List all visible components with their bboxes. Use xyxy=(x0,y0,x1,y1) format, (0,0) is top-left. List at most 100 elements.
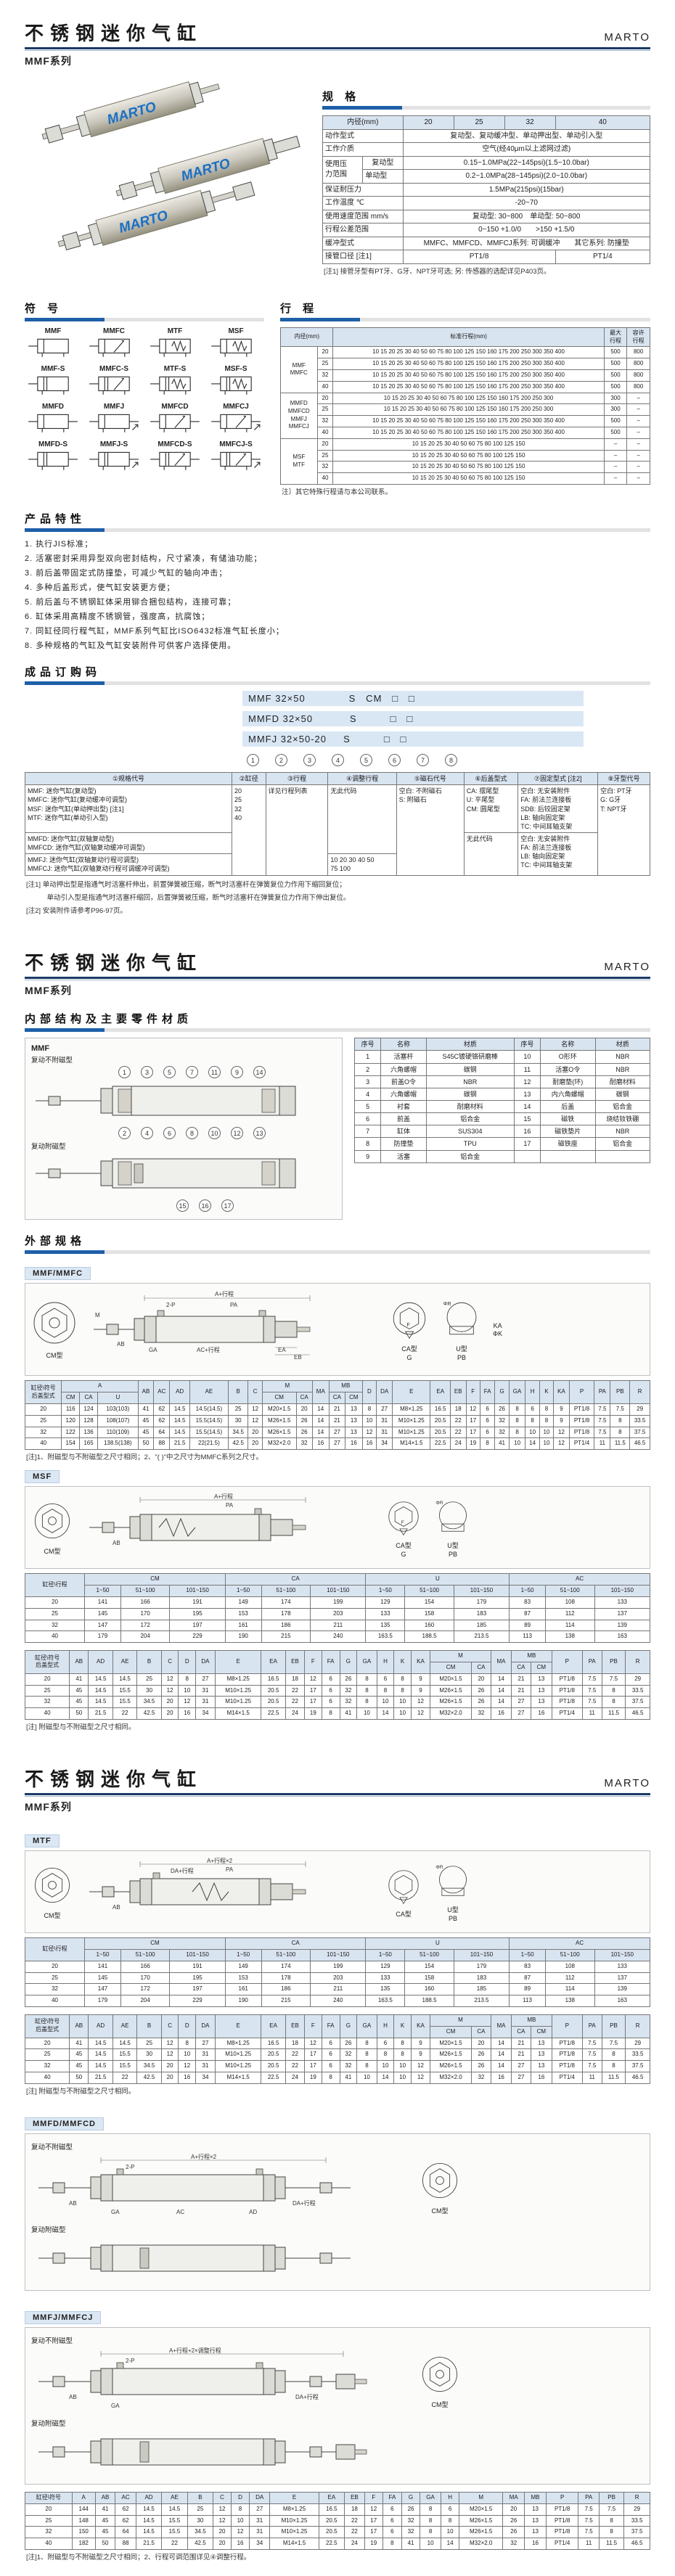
ordering-notes: [注1] 单动押出型是指通气时活塞杆伸出，前置弹簧被压缩，断气时活塞杆在弹簧复位… xyxy=(25,880,650,917)
table-header-cell: 1~50 xyxy=(365,1585,406,1597)
table-cell: 8 xyxy=(508,1414,526,1427)
table-cell: 163 xyxy=(594,1995,650,2007)
table-cell: 8 xyxy=(393,2037,412,2050)
table-header-cell: E xyxy=(214,2014,262,2038)
table-cell: 153 xyxy=(224,1607,262,1620)
table-cell: 174 xyxy=(261,1596,311,1609)
table-cell: 22 xyxy=(112,1707,138,1720)
table-cell: 129 xyxy=(365,1960,406,1973)
table-cell: 6 xyxy=(321,2037,340,2050)
table-cell: 9 xyxy=(410,1684,431,1697)
table-cell: 8 xyxy=(598,2514,625,2527)
pneumatic-symbol-cell: MMF xyxy=(25,327,81,358)
table-header-cell: 101~150 xyxy=(594,1585,650,1597)
table-cell: 14 xyxy=(490,1696,512,1709)
end-view-u-icon: ΦR xyxy=(435,1865,467,1896)
table-cell: 113 xyxy=(509,1630,546,1644)
page-header: 不锈钢迷你气缸 MARTO xyxy=(25,948,650,975)
table-cell: 33.5 xyxy=(625,2048,650,2062)
table-cell: 26 xyxy=(401,2503,421,2516)
ordering-note-line: [注1] 单动押出型是指通气时活塞杆伸出，前置弹簧被压缩，断气时活塞杆在弹簧复位… xyxy=(26,880,346,889)
table-cell: 8 xyxy=(508,1403,526,1416)
table-header-cell: 101~150 xyxy=(453,1585,510,1597)
table-cell: 20 xyxy=(25,2503,73,2516)
table-cell: 45 xyxy=(69,2048,89,2062)
table-cell: 7.5 xyxy=(594,1414,611,1427)
table-cell: 1 xyxy=(353,1050,382,1064)
table-cell: 25 xyxy=(136,2037,162,2050)
table-cell: 37.5 xyxy=(625,2060,650,2072)
table-row: MMFJ: 迷你气缸(双轴复动行程可调型) MMFCJ: 迷你气缸(双轴复动行程… xyxy=(25,853,650,876)
section-external: 外部规格 MMF/MMFC CM型 xyxy=(24,1233,650,1733)
pneumatic-symbol-icon xyxy=(211,376,252,395)
table-header-cell: PA xyxy=(581,1650,602,1674)
table-cell: 17 xyxy=(465,1414,480,1427)
table-cell: 内六角螺帽 xyxy=(540,1087,596,1102)
end-view-label: CM型 xyxy=(44,1547,61,1555)
table-cell: MMFD MMFCD MMFJ MMFCJ xyxy=(280,392,318,439)
table-cell: 7.5 xyxy=(594,1426,611,1439)
table-cell: 34.5 xyxy=(187,2526,214,2539)
table-cell: 21 xyxy=(328,1414,346,1427)
table-cell: 14 xyxy=(525,1437,540,1451)
table-cell: 135 xyxy=(365,1619,406,1632)
table-cell: 27 xyxy=(195,1673,216,1686)
table-cell: 单动型 xyxy=(362,169,404,184)
table-cell: 133 xyxy=(594,1596,650,1609)
table-header-cell: 缸径\行程 xyxy=(24,1573,86,1597)
table-cell: M10×1.25 xyxy=(269,2514,319,2527)
table-cell: M8×1.25 xyxy=(214,1673,262,1686)
table-cell: 27 xyxy=(195,2037,216,2050)
table-cell: 138 xyxy=(544,1630,595,1644)
pneumatic-symbol-cell: MSF-S xyxy=(208,365,264,395)
table-cell: 25 xyxy=(316,358,334,370)
table-cell: M26×1.5 xyxy=(261,1426,297,1439)
table-row: 工作介质空气(经40μm以上滤网过滤) xyxy=(322,142,650,157)
subseries-tab-msf: MSF xyxy=(25,1470,60,1484)
end-view-ca: CA型 xyxy=(384,1866,423,1919)
ordering-example-code: MMFJ 32×50-20 S □ □ xyxy=(242,731,584,747)
table-cell: 8 xyxy=(356,1673,377,1686)
table-header-cell: P xyxy=(568,1380,595,1404)
table-cell: 10 xyxy=(178,1684,197,1697)
table-cell: 13 xyxy=(530,2048,552,2062)
table-cell: 20 xyxy=(470,1673,491,1686)
table-cell: 29 xyxy=(625,2037,650,2050)
table-cell: 24 xyxy=(449,1437,467,1451)
table-cell: 使用压 力范围 xyxy=(322,155,364,184)
table-cell: M20×1.5 xyxy=(430,1673,472,1686)
page-1: 不锈钢迷你气缸 MARTO MMF系列 xyxy=(0,0,675,930)
table-cell: 17 xyxy=(304,2060,322,2072)
table-header-cell: ⑥后盖型式 xyxy=(463,772,519,786)
table-cell: 183 xyxy=(453,1607,510,1620)
table-cell: 83 xyxy=(509,1596,546,1609)
table-cell: 32 xyxy=(316,369,334,382)
table-cell: 1.5MPa(215psi)(15bar) xyxy=(402,182,650,197)
table-cell: 32 xyxy=(470,1707,491,1720)
ordering-note-line: [注2] 安装附件请参考P96-97页。 xyxy=(26,907,127,916)
table-cell: 20.5 xyxy=(430,1426,451,1439)
table-header-cell: FA xyxy=(382,2491,403,2504)
section-bar xyxy=(25,317,264,321)
section-mtf: MTF CM型 A+行程×2 xyxy=(24,1827,650,2097)
table-cell: 22 xyxy=(344,2526,365,2539)
table-header-cell: 缸径\符号 后盖型式 xyxy=(24,1650,70,1674)
table-header-cell: A xyxy=(71,2491,96,2504)
table-cell: 8 xyxy=(356,1696,377,1709)
table-cell: 20 xyxy=(316,346,334,359)
table-header-cell: M xyxy=(430,2014,491,2027)
table-cell: 45 xyxy=(94,2514,116,2527)
table-cell: 12 xyxy=(364,2503,383,2516)
table-cell: 7 xyxy=(353,1125,382,1139)
table-header-cell: 51~100 xyxy=(120,1585,171,1597)
table-cell: 137 xyxy=(594,1972,650,1985)
table-cell: 139 xyxy=(594,1619,650,1632)
